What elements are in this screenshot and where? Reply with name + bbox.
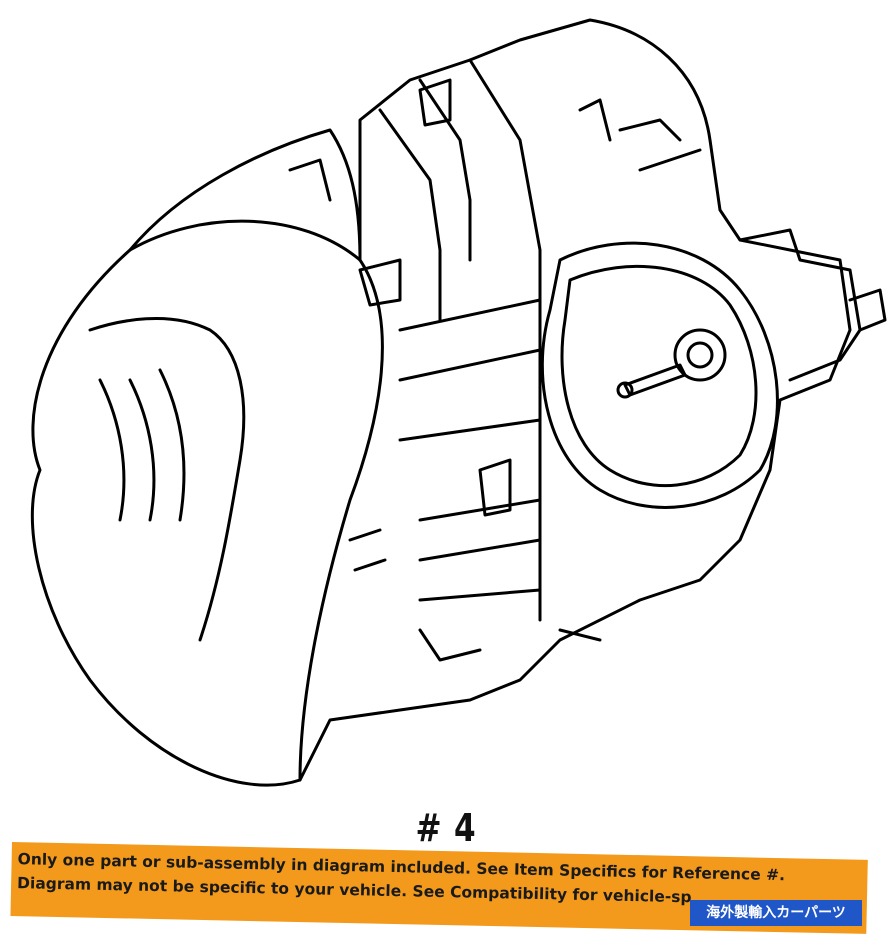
reflector-curve-4	[158, 368, 186, 522]
upper-shroud	[128, 128, 362, 262]
socket-ring	[540, 241, 779, 509]
reflector-curve	[88, 316, 246, 642]
center-body	[298, 18, 852, 782]
store-badge: 海外製輸入カーパーツ	[690, 900, 862, 926]
actuator	[738, 228, 862, 382]
clip-top	[418, 78, 452, 127]
clip-lower	[478, 458, 512, 517]
bulb-stem	[623, 363, 687, 397]
part-diagram	[30, 18, 887, 787]
reflector-curve-2	[98, 378, 126, 522]
part-number-label: # 4	[415, 806, 477, 850]
housing-outline	[30, 219, 384, 787]
reflector-curve-3	[128, 378, 156, 522]
clip-left	[358, 258, 402, 307]
bulb-socket	[673, 328, 727, 382]
